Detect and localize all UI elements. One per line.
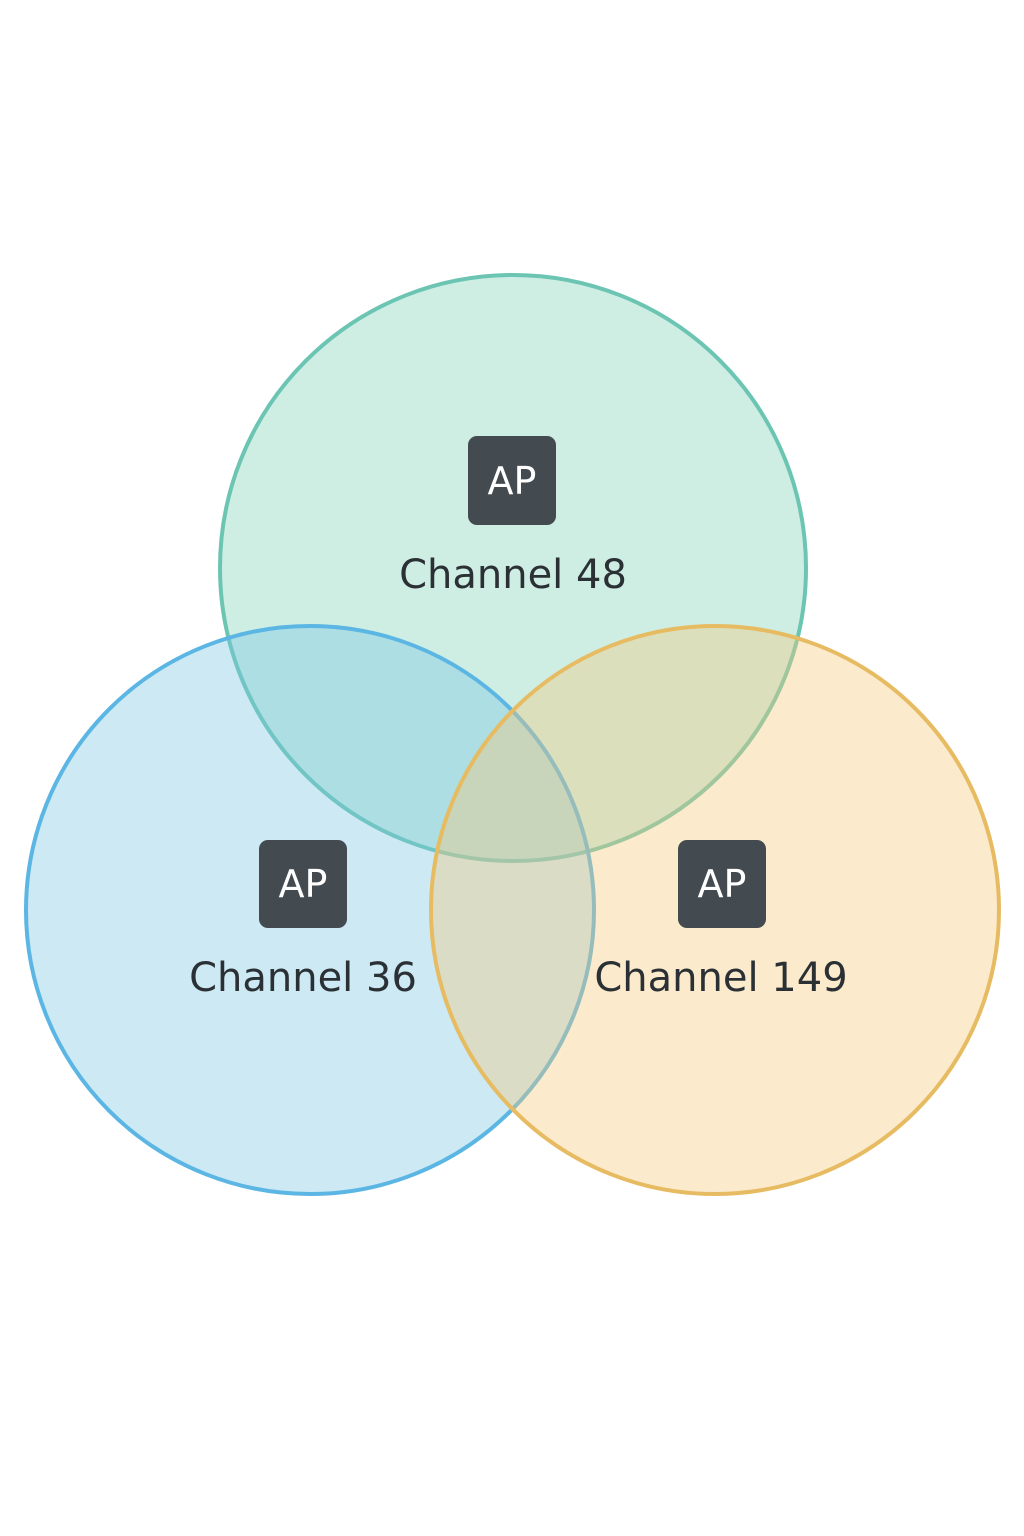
channel-label: Channel 149: [594, 955, 847, 1001]
ap-label: AP: [279, 862, 328, 906]
channel-label: Channel 48: [399, 552, 627, 598]
access-point-icon: [468, 436, 556, 525]
channel-label: Channel 36: [189, 955, 417, 1001]
access-point-icon: [259, 840, 347, 928]
ap-label: AP: [698, 862, 747, 906]
ap-node-channel-48: AP Channel 48: [399, 436, 627, 598]
coverage-areas: [24, 273, 1001, 1196]
coverage-circle-channel-48: [218, 273, 808, 863]
ap-node-channel-149: AP Channel 149: [594, 840, 848, 1001]
access-point-icon: [678, 840, 766, 928]
ap-label: AP: [488, 459, 537, 503]
ap-node-channel-36: AP Channel 36: [189, 840, 417, 1001]
